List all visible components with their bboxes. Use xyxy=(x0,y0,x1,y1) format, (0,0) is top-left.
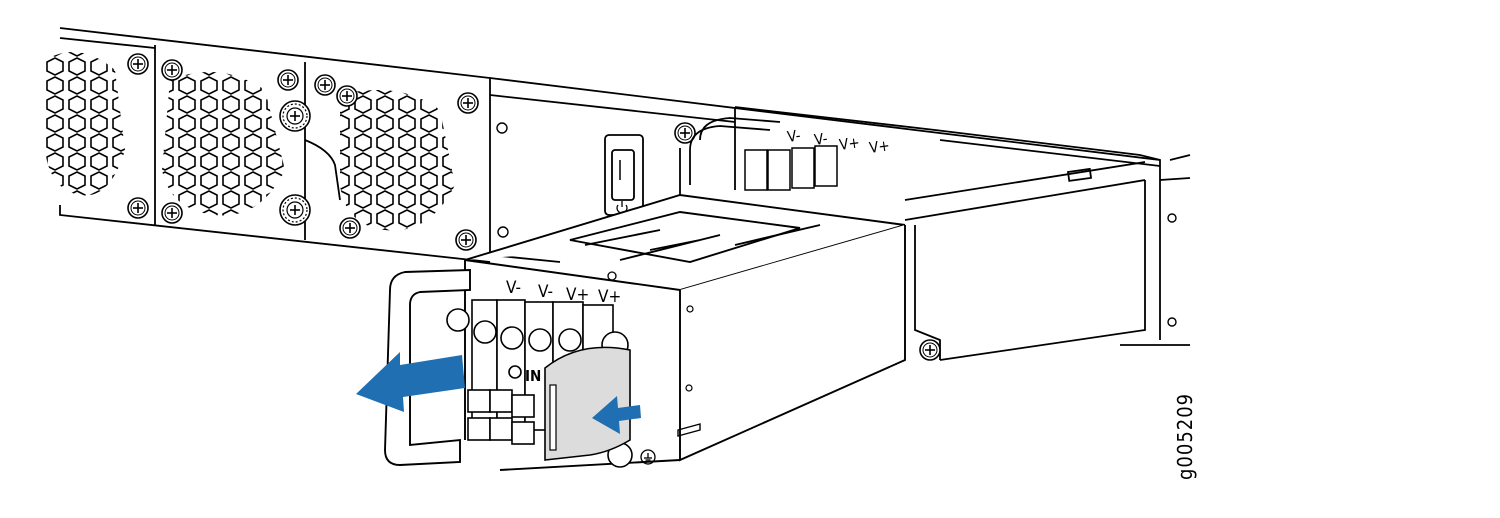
front-terminal-label: V+ xyxy=(598,287,621,307)
rear-terminal-label: V+ xyxy=(868,136,891,157)
power-switch xyxy=(604,134,644,216)
chassis-fan-panel xyxy=(59,27,1161,263)
fan-grille-1 xyxy=(45,52,125,196)
rear-psu-terminal-labels: V- V- V+ V+ xyxy=(786,126,891,157)
front-psu xyxy=(384,194,906,471)
rear-terminal-label: V+ xyxy=(838,133,861,154)
rear-hole-1 xyxy=(496,122,508,134)
rear-terminal-label: V- xyxy=(786,126,802,146)
input-label: IN xyxy=(525,367,541,385)
pull-arrow-icon xyxy=(356,352,465,412)
front-terminal-label: V+ xyxy=(566,285,589,305)
front-psu-terminal-labels: V- V- V+ V+ IN xyxy=(506,278,621,385)
front-terminal-label: V- xyxy=(538,282,553,302)
fan-grille-3 xyxy=(340,90,455,231)
fan-grille-2 xyxy=(162,72,285,216)
rear-psu xyxy=(679,106,1191,361)
rear-terminal-label: V- xyxy=(813,129,829,149)
figure-id: g005209 xyxy=(1173,393,1197,480)
push-arrow-icon xyxy=(592,396,641,434)
ground-symbol-icon xyxy=(640,449,656,465)
rear-hole-2 xyxy=(497,226,509,238)
front-terminal-label: V- xyxy=(506,278,521,298)
terminal-cover xyxy=(544,346,631,461)
